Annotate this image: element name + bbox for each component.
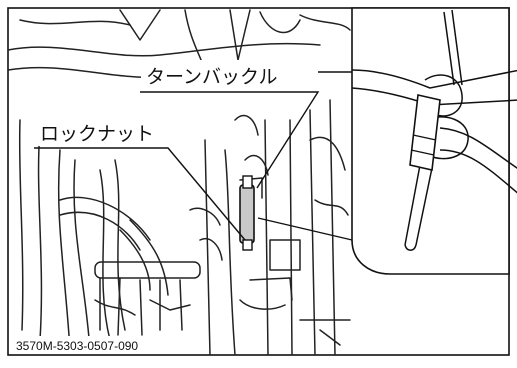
turnbuckle-part (239, 175, 255, 251)
turnbuckle-leader (140, 91, 320, 189)
leader-lines (34, 71, 353, 241)
machinery-drawing (7, 9, 351, 356)
inset-detail-panel (351, 7, 517, 275)
lock-nut-label: ロックナット (40, 123, 154, 145)
turnbuckle-label: ターンバックル (146, 66, 277, 88)
reference-code: 3570M-5303-0507-090 (16, 339, 138, 353)
lock-nut-leader (34, 147, 246, 241)
inset-connector (257, 217, 353, 241)
